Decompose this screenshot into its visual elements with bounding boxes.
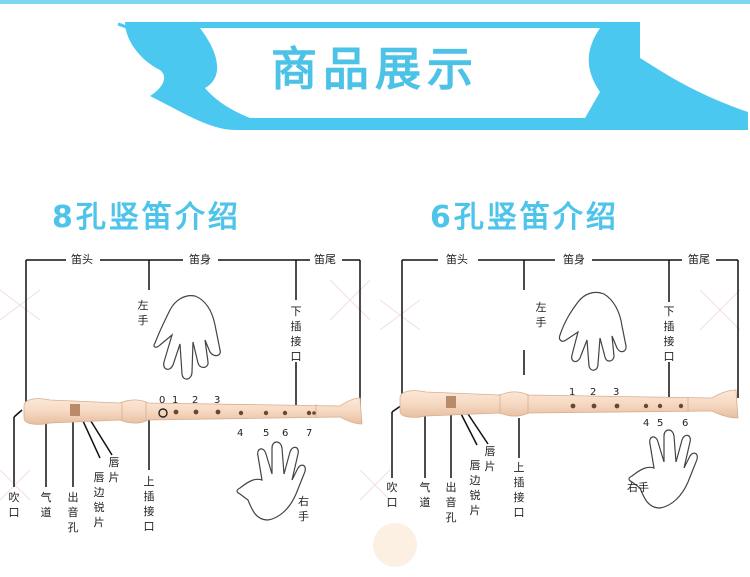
right-section-tail: 笛尾 (688, 253, 710, 266)
right-right-hand-label: 右手 (627, 481, 649, 494)
left-finger-holes (158, 408, 316, 418)
left-hole-number: 1 (172, 395, 179, 406)
left-recorder (23, 397, 363, 425)
left-part-lip: 唇片 (108, 456, 120, 484)
left-part-airway: 气道 (40, 491, 52, 519)
background-pattern (0, 279, 741, 501)
right-section-head: 笛头 (446, 253, 468, 266)
left-hole-number: 2 (192, 395, 199, 406)
left-right-hand-label: 右手 (298, 495, 309, 523)
bg-dot (373, 523, 417, 567)
right-recorder (399, 389, 739, 419)
left-hole-number: 7 (306, 428, 313, 439)
left-upper-joint-label: 上插接口 (143, 475, 155, 533)
right-part-lip: 唇片 (484, 445, 496, 473)
right-part-airway: 气道 (419, 481, 431, 509)
left-section-head: 笛头 (71, 253, 93, 266)
right-section-body: 笛身 (563, 253, 585, 266)
right-left-hand-label: 左手 (535, 301, 547, 329)
left-hole-number: 0 (159, 395, 166, 406)
right-hole-number: 2 (590, 387, 597, 398)
right-part-mouthpiece: 吹口 (386, 481, 398, 509)
left-section-tail: 笛尾 (314, 253, 336, 266)
right-hand-outline (236, 441, 306, 521)
left-part-edge: 唇边锐片 (93, 471, 105, 529)
right-diagram-lines (391, 259, 739, 478)
right-part-sound-hole: 出音孔 (445, 481, 457, 524)
right-part-edge: 唇边锐片 (469, 459, 481, 517)
right-panel-title: 6孔竖笛介绍 (430, 200, 619, 235)
left-hand-outline-2 (558, 291, 627, 371)
left-hand-label: 左手 (137, 299, 149, 327)
left-hole-number: 4 (237, 428, 244, 439)
right-hole-number: 5 (657, 418, 664, 429)
right-upper-joint-label: 上插接口 (513, 461, 525, 519)
left-hole-number: 5 (263, 428, 270, 439)
left-section-body: 笛身 (189, 253, 211, 266)
right-hole-number: 6 (682, 418, 689, 429)
left-diagram-lines (13, 259, 361, 487)
left-lower-joint-label: 下插接口 (290, 305, 302, 363)
right-finger-holes (570, 403, 684, 409)
left-hand-outline (153, 295, 221, 380)
banner-ribbon (117, 22, 748, 130)
left-part-sound-hole: 出音孔 (67, 491, 79, 534)
right-hand-outline-2 (628, 429, 698, 509)
left-hole-number: 6 (282, 428, 289, 439)
left-panel-title: 8孔竖笛介绍 (52, 200, 241, 235)
right-hole-number: 3 (613, 387, 620, 398)
right-hole-number: 1 (569, 387, 576, 398)
left-part-mouthpiece: 吹口 (8, 491, 20, 519)
left-hole-number: 3 (214, 395, 221, 406)
right-hole-number: 4 (643, 418, 650, 429)
right-lower-joint-label: 下插接口 (663, 305, 675, 363)
top-bar (0, 0, 750, 4)
banner-title: 商品展示 (271, 42, 479, 96)
